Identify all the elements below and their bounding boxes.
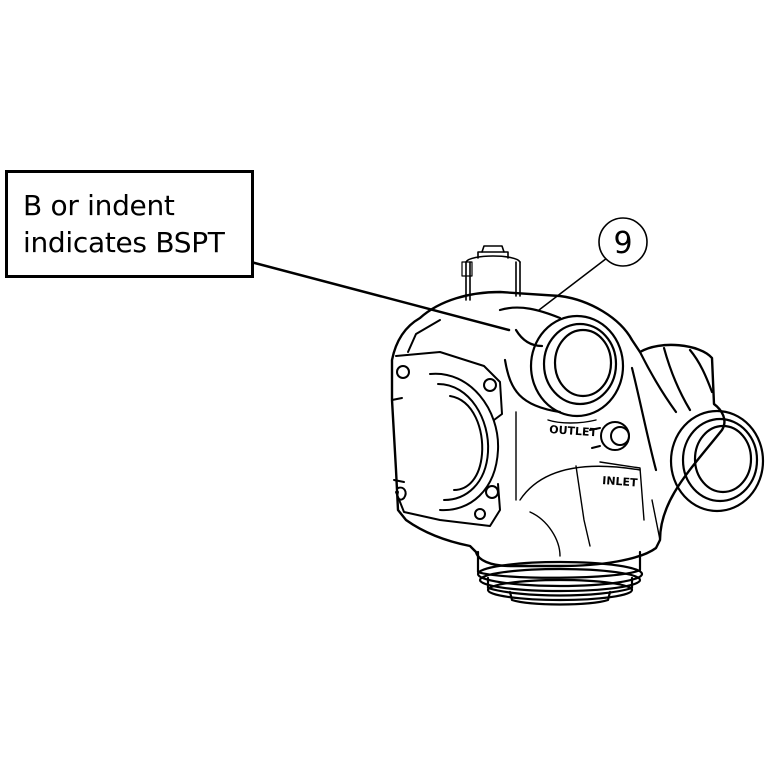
base-collar	[476, 550, 644, 606]
callout-line-2: indicates BSPT	[23, 226, 225, 259]
body-detail-lines	[515, 411, 661, 557]
outlet-label: OUTLET	[549, 423, 598, 439]
inlet-label: INLET	[602, 474, 639, 489]
outlet-port	[498, 306, 625, 418]
callout-box: B or indent indicates BSPT	[5, 170, 254, 278]
bypass-knob	[589, 421, 630, 451]
valve-body-outline	[390, 290, 726, 568]
part-number-circle	[598, 217, 648, 267]
callout-line-1: B or indent	[23, 189, 175, 222]
left-flange-port	[391, 319, 503, 527]
inlet-port	[630, 346, 765, 513]
top-stem	[461, 245, 521, 301]
callout-leader-line	[230, 255, 511, 332]
part-number-leader-line	[538, 257, 608, 311]
part-number-text: 9	[613, 226, 632, 261]
